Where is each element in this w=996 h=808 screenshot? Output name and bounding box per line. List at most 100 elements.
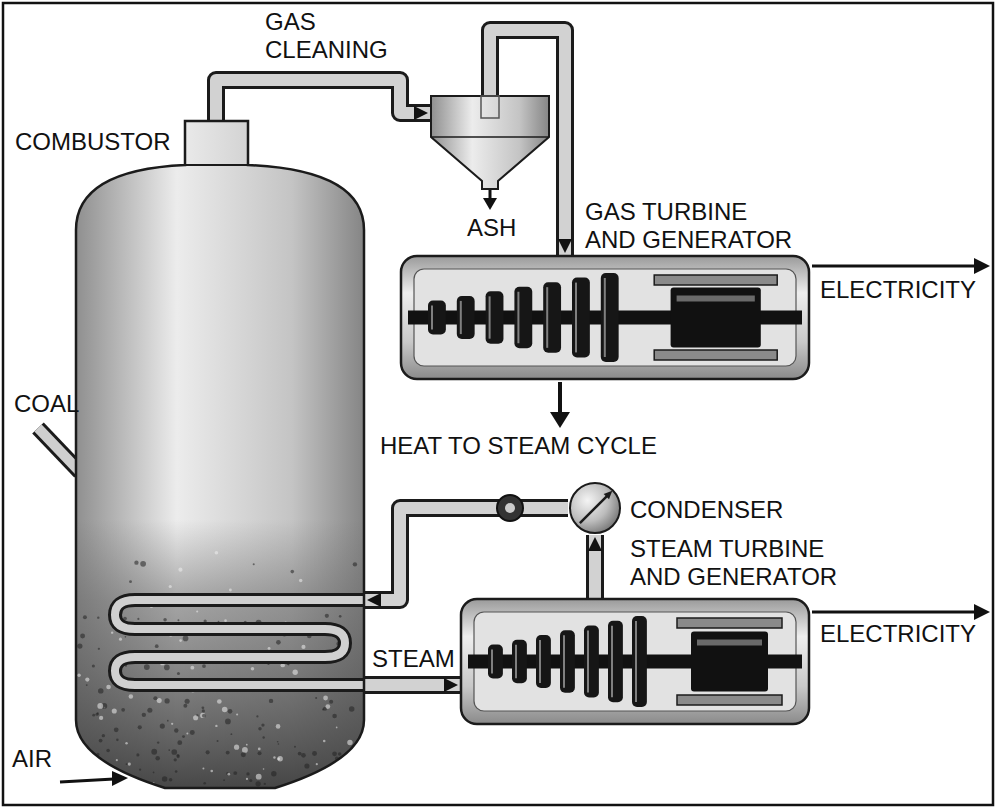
bed-particle [151, 749, 157, 755]
bed-particle [322, 708, 324, 710]
bed-particle [242, 747, 248, 753]
bed-particle [253, 563, 255, 565]
pipe-bore [365, 679, 460, 691]
bed-particle [97, 712, 99, 714]
outlet-label: ASH [467, 214, 516, 242]
heat-arrowhead [550, 412, 570, 428]
node-label: CONDENSER [630, 496, 830, 524]
bed-particle [190, 730, 195, 735]
bed-particle [276, 640, 281, 645]
bed-particle [256, 774, 262, 780]
bed-particle [255, 781, 260, 786]
bed-particle [215, 725, 217, 727]
bed-particle [139, 769, 141, 771]
bed-particle [183, 704, 187, 708]
bed-particle [357, 757, 359, 759]
bed-particle [112, 708, 117, 713]
bed-particle [332, 751, 337, 756]
blade-highlight [563, 635, 565, 688]
bed-particle [137, 618, 139, 620]
bed-particle [258, 727, 261, 730]
bed-particle [77, 673, 81, 677]
coal-chute-inner [38, 428, 80, 472]
bed-particle [230, 733, 232, 735]
blade-highlight [546, 287, 548, 348]
bed-particle [155, 644, 159, 648]
condenser-outline [568, 481, 622, 535]
turbine-blade [488, 645, 503, 679]
bed-particle [83, 615, 87, 619]
bed-particle [147, 708, 152, 713]
bed-particle [116, 739, 119, 742]
bed-particle [203, 782, 206, 785]
bed-particle [206, 750, 210, 754]
bed-particle [299, 579, 302, 582]
bed-particle [233, 771, 237, 775]
bed-particle [347, 740, 352, 745]
pipe-wall [216, 80, 430, 120]
heat-exchanger-coil [115, 600, 365, 685]
bed-particle [164, 698, 169, 703]
bed-particle [82, 784, 84, 786]
bed-particle [167, 720, 169, 722]
bed-particle [171, 749, 177, 755]
vortex-finder [481, 96, 499, 118]
turbine-blade [632, 616, 647, 707]
bed-particle [77, 643, 82, 648]
turbine-cavity [414, 269, 796, 366]
bed-particle [185, 699, 190, 704]
blade-highlight [575, 283, 577, 353]
pipe-connector [588, 535, 602, 598]
bed-particle [225, 719, 231, 725]
blade-highlight [539, 640, 541, 683]
bed-particle [354, 747, 356, 749]
bed-particle [114, 727, 119, 732]
bed-particle [174, 728, 178, 732]
combustor-vessel: COMBUSTOR [75, 120, 365, 790]
bed-particle [86, 684, 88, 686]
bed-particle [153, 772, 155, 774]
electricity-arrowhead [974, 258, 990, 274]
bed-particle [323, 696, 328, 701]
generator-frame [654, 350, 777, 360]
bed-particle [128, 763, 131, 766]
turbine-blade [543, 282, 561, 353]
bed-particle [268, 647, 271, 650]
bed-particle [183, 636, 189, 642]
bed-particle [217, 699, 222, 704]
bed-particle [92, 714, 95, 717]
bed-particle [353, 562, 357, 566]
generator-frame [677, 695, 782, 705]
bed-particle [129, 694, 133, 698]
flow-arrowhead [588, 537, 602, 551]
frame [3, 3, 993, 805]
pipe-wall [586, 535, 604, 598]
pipe-connector [216, 80, 430, 120]
bed-particle [339, 615, 342, 618]
bed-particle [129, 580, 132, 583]
fluid-bed [75, 520, 365, 790]
coal-chute [38, 428, 80, 472]
bed-particle [246, 744, 248, 746]
electricity-arrowhead [974, 604, 990, 620]
bed-particle [126, 763, 128, 765]
bed-particle [338, 752, 342, 756]
node-label: COMBUSTOR [15, 128, 185, 156]
blade-highlight [635, 621, 637, 702]
bed-particle [345, 770, 348, 773]
pipe-bore [365, 508, 568, 600]
cyclone-separator: GAS CLEANING [430, 95, 550, 190]
pipe-connector [365, 508, 568, 607]
pipe-bore [589, 535, 601, 598]
bed-particle [157, 741, 159, 743]
bed-particle [193, 715, 198, 720]
bed-particle [217, 740, 219, 742]
bed-particle [100, 779, 105, 784]
flow-arrowhead [414, 106, 428, 120]
turbine-blade [608, 621, 623, 703]
flow-label: HEAT TO STEAM CYCLE [380, 432, 657, 460]
bed-particle [169, 585, 172, 588]
turbine-blade [428, 301, 446, 335]
bed-particle [153, 696, 157, 700]
bed-particle [256, 715, 258, 717]
